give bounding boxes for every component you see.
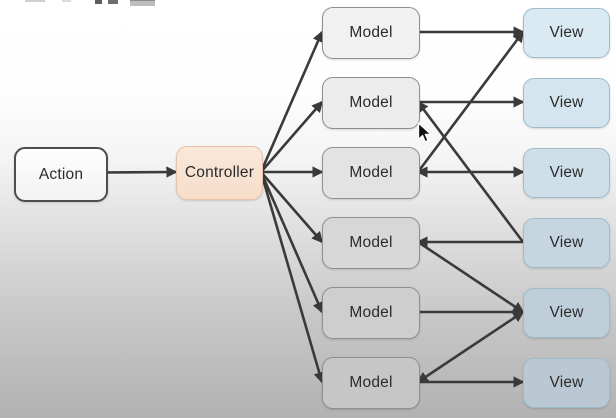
action-node: Action (14, 147, 108, 202)
model-label: Model (349, 164, 393, 181)
action-label: Action (38, 165, 84, 183)
model-label: Model (349, 94, 393, 111)
model-node-5: Model (322, 287, 420, 339)
cropped-text-fragment (95, 0, 102, 4)
view-node-6: View (523, 358, 610, 408)
cropped-text-fragment (62, 0, 71, 2)
model-label: Model (349, 24, 393, 41)
controller-node: Controller (176, 146, 263, 200)
edge-model4-to-view5 (417, 240, 525, 314)
view-label: View (549, 374, 584, 391)
edge-model6-to-view5 (416, 310, 525, 384)
model-node-2: Model (322, 77, 420, 129)
view-label: View (549, 24, 584, 41)
view-node-5: View (523, 288, 610, 338)
edge-view4-to-model2 (416, 100, 525, 243)
model-node-1: Model (322, 7, 420, 59)
cropped-text-fragment (108, 0, 118, 4)
view-node-4: View (523, 218, 610, 268)
edge-action-to-controller (103, 166, 178, 178)
edge-controller-to-model4 (260, 171, 324, 244)
edge-controller-to-model6 (259, 171, 325, 384)
cropped-text-fragment (25, 0, 45, 2)
view-label: View (549, 234, 584, 251)
edge-controller-to-model1 (259, 30, 324, 173)
view-node-3: View (523, 148, 610, 198)
model-label: Model (349, 374, 393, 391)
controller-label: Controller (184, 164, 255, 181)
view-node-1: View (523, 8, 610, 58)
view-node-2: View (523, 78, 610, 128)
model-node-3: Model (322, 147, 420, 199)
model-label: Model (349, 304, 393, 321)
edge-controller-to-model5 (259, 171, 324, 314)
mouse-cursor-icon (417, 122, 432, 143)
view-label: View (549, 304, 584, 321)
model-label: Model (349, 234, 393, 251)
cropped-text-fragment (130, 0, 155, 6)
edge-controller-to-model2 (260, 100, 324, 173)
model-node-6: Model (322, 357, 420, 409)
edge-model3-to-view1 (416, 30, 525, 173)
model-node-4: Model (322, 217, 420, 269)
view-label: View (549, 94, 584, 111)
view-label: View (549, 164, 584, 181)
